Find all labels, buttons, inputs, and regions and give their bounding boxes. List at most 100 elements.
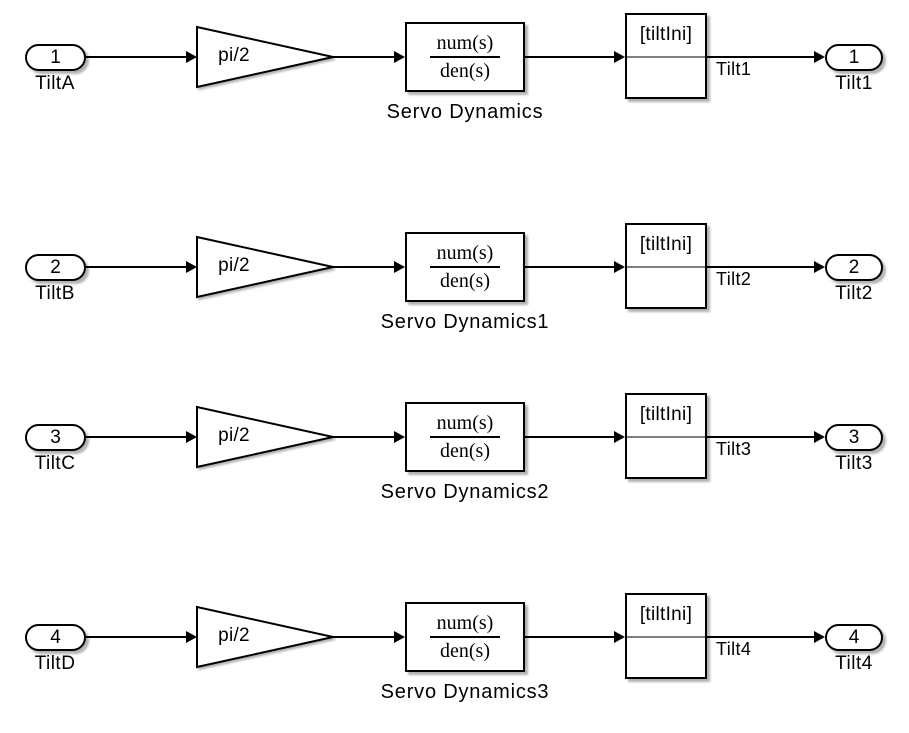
- outport-block[interactable]: 4: [825, 624, 883, 651]
- arrowhead-icon: [186, 631, 197, 643]
- outport-label: Tilt3: [835, 453, 873, 474]
- transfer-fcn-label: Servo Dynamics: [386, 101, 544, 123]
- gain-block[interactable]: [195, 605, 335, 669]
- ic-passthrough-line: [627, 636, 705, 638]
- wire-gain-to-tf[interactable]: [333, 636, 395, 638]
- inport-label: TiltD: [34, 653, 76, 674]
- inport-number: 3: [50, 426, 61, 448]
- signal-chain-row: 1 TiltA pi/2 num(s) den(s) Servo Dynamic…: [0, 0, 909, 137]
- signal-name-label: Tilt3: [716, 439, 752, 459]
- wire-ic-to-outport[interactable]: [707, 436, 815, 438]
- transfer-fcn-block[interactable]: num(s) den(s): [405, 22, 525, 92]
- outport-number: 1: [848, 46, 860, 68]
- ic-value: [tiltIni]: [639, 404, 693, 425]
- arrowhead-icon: [614, 431, 625, 443]
- inport-block[interactable]: 2: [25, 254, 86, 281]
- wire-tf-to-ic[interactable]: [525, 436, 615, 438]
- arrowhead-icon: [614, 631, 625, 643]
- ic-block[interactable]: [tiltIni]: [625, 13, 707, 99]
- outport-number: 4: [848, 626, 860, 648]
- wire-tf-to-ic[interactable]: [525, 56, 615, 58]
- signal-name-label: Tilt2: [716, 269, 752, 289]
- wire-inport-to-gain[interactable]: [86, 266, 187, 268]
- wire-ic-to-outport[interactable]: [707, 56, 815, 58]
- inport-label: TiltB: [35, 283, 75, 304]
- outport-label: Tilt4: [835, 653, 873, 674]
- arrowhead-icon: [814, 51, 825, 63]
- signal-name-label: Tilt4: [716, 639, 752, 659]
- tf-numerator: num(s): [436, 242, 494, 264]
- wire-ic-to-outport[interactable]: [707, 636, 815, 638]
- ic-value: [tiltIni]: [639, 234, 693, 255]
- inport-label: TiltC: [34, 453, 76, 474]
- arrowhead-icon: [394, 431, 405, 443]
- outport-label: Tilt2: [835, 283, 873, 304]
- wire-tf-to-ic[interactable]: [525, 266, 615, 268]
- outport-block[interactable]: 3: [825, 424, 883, 451]
- tf-fraction-bar: [430, 636, 500, 638]
- transfer-fcn-label: Servo Dynamics2: [380, 481, 550, 503]
- arrowhead-icon: [394, 261, 405, 273]
- tf-denominator: den(s): [440, 270, 490, 292]
- transfer-fcn-block[interactable]: num(s) den(s): [405, 402, 525, 472]
- tf-denominator: den(s): [440, 440, 490, 462]
- wire-inport-to-gain[interactable]: [86, 636, 187, 638]
- arrowhead-icon: [814, 431, 825, 443]
- wire-gain-to-tf[interactable]: [333, 56, 395, 58]
- arrowhead-icon: [394, 51, 405, 63]
- signal-name-label: Tilt1: [716, 59, 752, 79]
- transfer-fcn-block[interactable]: num(s) den(s): [405, 602, 525, 672]
- wire-ic-to-outport[interactable]: [707, 266, 815, 268]
- ic-block[interactable]: [tiltIni]: [625, 393, 707, 479]
- inport-label: TiltA: [35, 73, 75, 94]
- outport-block[interactable]: 2: [825, 254, 883, 281]
- inport-block[interactable]: 4: [25, 624, 86, 651]
- outport-label: Tilt1: [835, 73, 873, 94]
- outport-number: 3: [848, 426, 860, 448]
- inport-number: 4: [50, 626, 61, 648]
- tf-fraction-bar: [430, 436, 500, 438]
- tf-fraction-bar: [430, 266, 500, 268]
- ic-value: [tiltIni]: [639, 604, 693, 625]
- arrowhead-icon: [614, 51, 625, 63]
- ic-passthrough-line: [627, 266, 705, 268]
- tf-numerator: num(s): [436, 412, 494, 434]
- outport-number: 2: [848, 256, 860, 278]
- gain-value: pi/2: [218, 255, 250, 276]
- arrowhead-icon: [814, 631, 825, 643]
- transfer-fcn-block[interactable]: num(s) den(s): [405, 232, 525, 302]
- tf-denominator: den(s): [440, 640, 490, 662]
- wire-gain-to-tf[interactable]: [333, 436, 395, 438]
- tf-numerator: num(s): [436, 612, 494, 634]
- gain-value: pi/2: [218, 45, 250, 66]
- wire-gain-to-tf[interactable]: [333, 266, 395, 268]
- arrowhead-icon: [614, 261, 625, 273]
- ic-passthrough-line: [627, 56, 705, 58]
- inport-number: 2: [50, 256, 61, 278]
- ic-block[interactable]: [tiltIni]: [625, 593, 707, 679]
- arrowhead-icon: [186, 431, 197, 443]
- arrowhead-icon: [394, 631, 405, 643]
- inport-block[interactable]: 3: [25, 424, 86, 451]
- wire-tf-to-ic[interactable]: [525, 636, 615, 638]
- ic-block[interactable]: [tiltIni]: [625, 223, 707, 309]
- gain-block[interactable]: [195, 405, 335, 469]
- wire-inport-to-gain[interactable]: [86, 436, 187, 438]
- outport-block[interactable]: 1: [825, 44, 883, 71]
- inport-block[interactable]: 1: [25, 44, 86, 71]
- wire-inport-to-gain[interactable]: [86, 56, 187, 58]
- signal-chain-row: 3 TiltC pi/2 num(s) den(s) Servo Dynamic…: [0, 377, 909, 517]
- ic-passthrough-line: [627, 436, 705, 438]
- gain-value: pi/2: [218, 425, 250, 446]
- inport-number: 1: [50, 46, 61, 68]
- gain-block[interactable]: [195, 25, 335, 89]
- transfer-fcn-label: Servo Dynamics1: [380, 311, 550, 333]
- gain-block[interactable]: [195, 235, 335, 299]
- ic-value: [tiltIni]: [639, 24, 693, 45]
- tf-denominator: den(s): [440, 60, 490, 82]
- signal-chain-row: 4 TiltD pi/2 num(s) den(s) Servo Dynamic…: [0, 577, 909, 717]
- arrowhead-icon: [186, 51, 197, 63]
- tf-fraction-bar: [430, 56, 500, 58]
- tf-numerator: num(s): [436, 32, 494, 54]
